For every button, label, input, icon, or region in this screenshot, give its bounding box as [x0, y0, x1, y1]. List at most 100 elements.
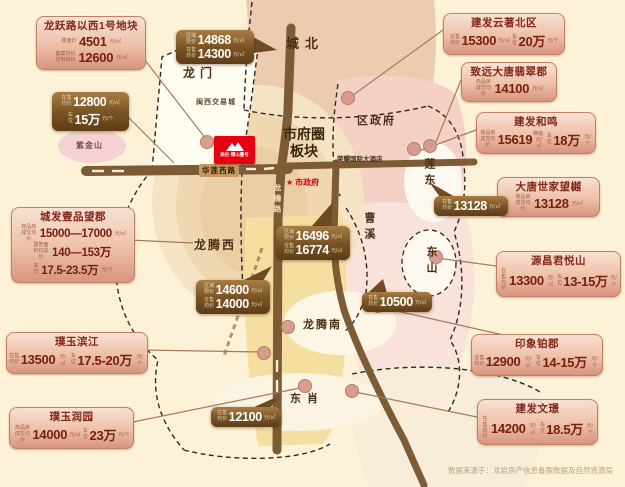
star-icon: ★ — [286, 178, 294, 187]
price-label: 在售均价 — [501, 268, 507, 292]
price-value: 18万 — [553, 133, 580, 149]
callout-title: 建发文璟 — [515, 403, 560, 415]
region-label-zijinshan: 紫金山 — [76, 141, 103, 150]
price-unit: 元/㎡ — [330, 247, 343, 254]
price-value: 13500 — [20, 352, 56, 368]
callout-title: 建发云著北区 — [471, 17, 537, 29]
price-label: 商品房成交均价 — [480, 130, 496, 148]
region-label-shifuquan: 市府圈板块 — [283, 126, 325, 159]
price-unit: 元/个 — [584, 133, 591, 147]
region-label-dongshan: 东山 — [425, 246, 437, 278]
price-unit: 元/㎡ — [529, 422, 536, 436]
price-value: 14100 — [494, 81, 530, 97]
callout-title: 致远大唐翡翠郡 — [470, 66, 548, 78]
price-value: 14600 — [215, 283, 250, 297]
price-unit: 元/㎡ — [250, 287, 263, 294]
price-value: 10500 — [379, 295, 414, 309]
price-label: 在售均价 — [186, 47, 197, 59]
price-label: 车位 — [83, 427, 89, 440]
price-unit: 元/㎡ — [488, 203, 501, 210]
price-label: 商品房成交均价 — [515, 194, 531, 212]
region-label-longtengnan: 龙腾南 — [303, 319, 342, 331]
price-unit: 元/个 — [610, 274, 618, 288]
price-value: 14300 — [197, 47, 232, 61]
city-hall-label: 市政府 — [295, 178, 320, 187]
price-label: 在售均价 — [482, 416, 488, 440]
price-label: 在售均价 — [442, 199, 453, 211]
callout-title: 源昌君悦山 — [531, 255, 586, 267]
price-label: 车位 — [512, 33, 518, 46]
road-label-longtenglu: 龙腾路 — [273, 184, 282, 216]
price-value: 13-15万 — [563, 274, 608, 290]
price-unit: 元/㎡ — [109, 39, 122, 46]
region-label-caoxi: 曹溪 — [363, 212, 375, 244]
price-label: 区域限价 — [284, 229, 295, 241]
price-unit: 元/㎡ — [535, 136, 543, 149]
price-value: 15300 — [461, 33, 497, 49]
region-label-liandong: 莲东 — [423, 158, 435, 190]
project-name: 美伦·锦山壹号 — [220, 152, 249, 157]
price-value: 12100 — [228, 410, 263, 424]
price-unit: 元/㎡ — [524, 355, 532, 369]
price-unit: 元/㎡ — [232, 51, 245, 58]
price-unit: 元/个 — [547, 38, 559, 45]
price-value: 140—153万 — [52, 247, 111, 259]
price-value: 14200 — [490, 421, 526, 437]
callout-title: 印象铂郡 — [515, 338, 559, 350]
price-unit: 元/㎡ — [498, 38, 510, 45]
price-value: 15619 — [497, 132, 533, 148]
price-label: 备案均价控制目标 — [55, 50, 76, 63]
price-unit: 元/㎡ — [116, 55, 128, 62]
price-label: 车位 — [70, 352, 76, 365]
price-unit: 元/个 — [591, 355, 598, 369]
price-value: 13128 — [533, 196, 569, 212]
price-unit: 元/个 — [101, 267, 113, 274]
price-label: 车位 — [536, 354, 542, 367]
price-unit: 元/个 — [102, 116, 114, 122]
region-label-longmen: 龙门 — [183, 66, 218, 80]
price-label: 在售均价 — [284, 243, 295, 255]
price-value: 18.5万 — [546, 422, 583, 438]
callout-title: 璞玉润园 — [49, 411, 94, 423]
price-unit: 元/个 — [586, 422, 594, 436]
price-unit: 元/个 — [118, 432, 130, 439]
project-marker: 美伦·锦山壹号 — [214, 136, 255, 164]
price-unit: 元/㎡ — [330, 233, 343, 240]
price-unit: 元/㎡ — [532, 86, 544, 93]
price-value: 14000 — [32, 427, 68, 443]
price-label: 车位 — [557, 273, 563, 286]
price-value: 17.5-20万 — [77, 353, 133, 369]
price-value: 4501 — [78, 34, 107, 50]
price-label: 楼面价 — [61, 37, 77, 44]
price-label: 在售均价 — [217, 410, 228, 422]
price-tag: 精装 — [533, 130, 544, 137]
data-source-note: 数据来源于：龙岩房产信息备案数据及自然资源局 — [448, 466, 613, 475]
price-unit: 元/㎡ — [263, 414, 276, 421]
price-label: 在售均价 — [204, 297, 215, 309]
mountain-logo-icon — [225, 142, 244, 151]
price-value: 13300 — [509, 273, 544, 289]
price-value: 12800 — [73, 95, 107, 109]
price-value: 12900 — [485, 354, 521, 370]
road-label-hualianxilu: 华莲西路 — [199, 164, 239, 177]
region-label-longtengxi: 龙腾西 — [194, 238, 237, 252]
price-label: 车位 — [546, 132, 552, 145]
price-value: 15000—17000 — [39, 227, 112, 240]
price-value: 20万 — [518, 34, 546, 50]
price-unit: 元/㎡ — [250, 301, 263, 308]
price-value: 14000 — [215, 297, 250, 311]
callout-title: 建发和鸣 — [514, 116, 558, 128]
price-unit: 元/㎡ — [108, 99, 120, 106]
price-value: 23万 — [89, 428, 117, 444]
price-label: 车位 — [540, 421, 546, 434]
